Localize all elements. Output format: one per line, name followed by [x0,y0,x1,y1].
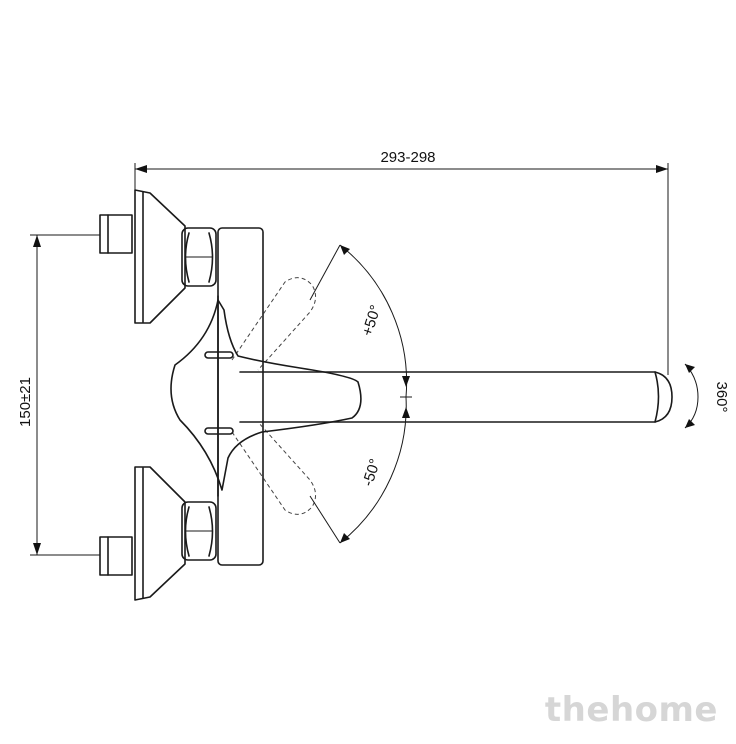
angle-down-label: -50° [359,457,384,489]
angle-up-label: +50° [359,303,385,338]
handle-lever [170,299,362,491]
faucet-body [217,227,264,566]
upper-connector [99,189,217,324]
spout [239,371,673,423]
handle-alt-positions [231,277,316,515]
height-dimension-label: 150±21 [17,377,34,427]
watermark-logo: thehome [544,690,718,730]
lower-connector [99,466,217,601]
height-dimension: 150±21 [17,234,100,556]
rotation-label: 360° [713,381,730,412]
width-dimension-label: 293-298 [380,149,435,166]
width-dimension: 293-298 [134,149,669,375]
rotation-indicator: 360° [684,363,730,429]
